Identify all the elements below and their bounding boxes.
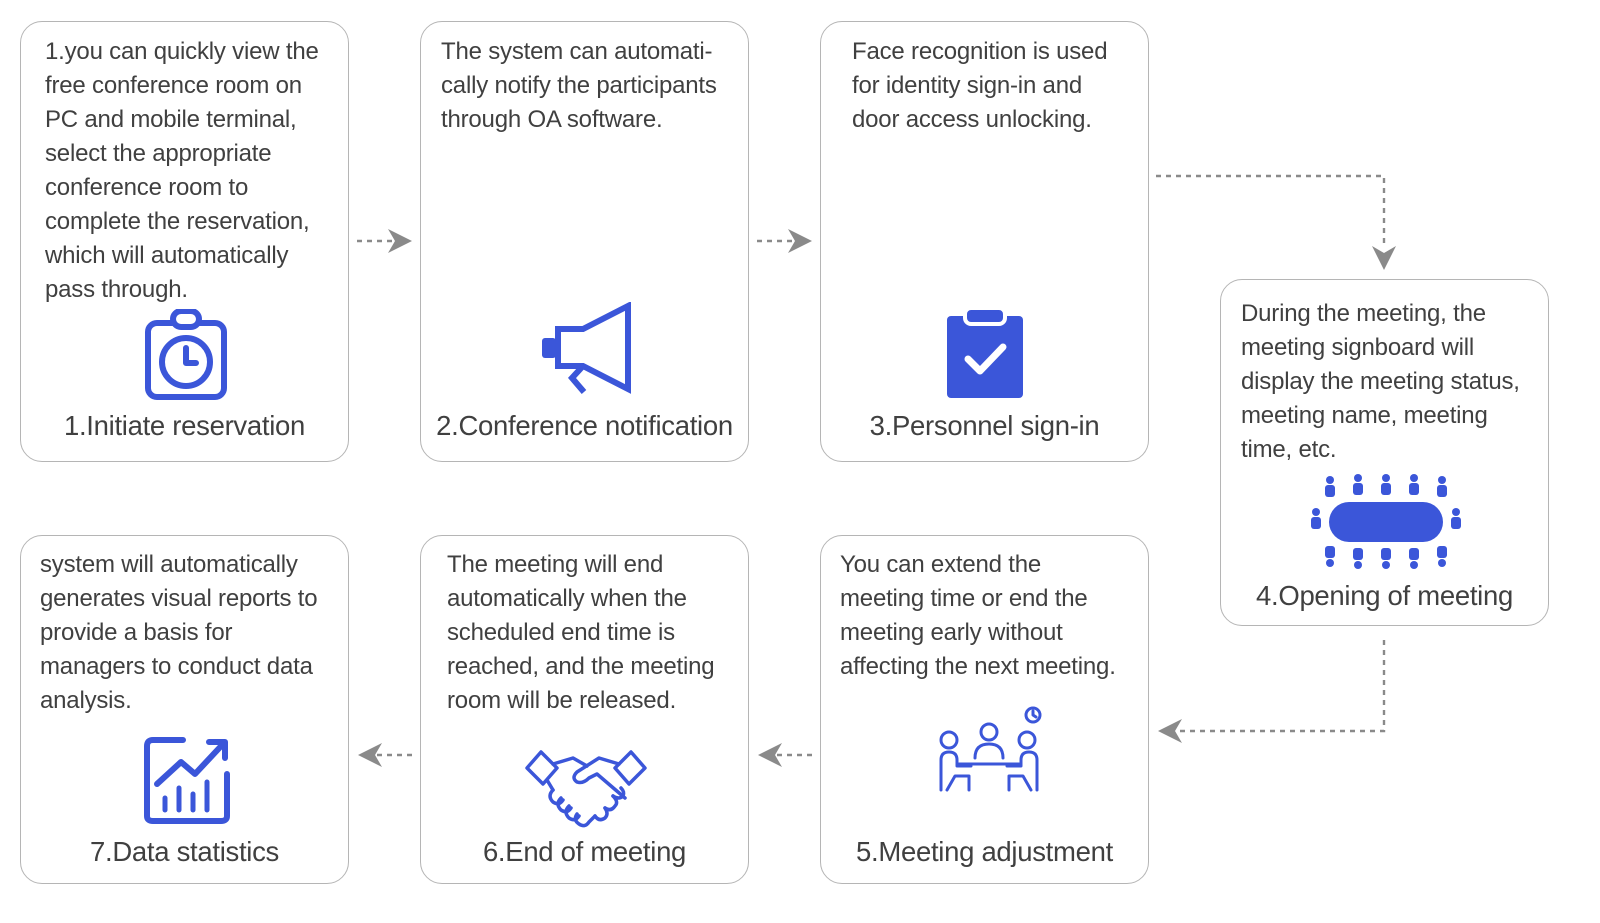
arrow-4-to-5 [1170, 640, 1386, 733]
step-description: Face recognition is used for identity si… [852, 38, 1108, 133]
step-card-conference-notification: The system can automati- cally notify th… [420, 21, 749, 462]
handshake-icon [525, 750, 647, 828]
bar-chart-growth-icon [144, 737, 230, 824]
step-card-initiate-reservation: 1.you can quickly view the free conferen… [20, 21, 349, 462]
step-description: The system can automati- cally notify th… [441, 38, 717, 133]
step-title: 5.Meeting adjustment [856, 836, 1113, 867]
stopwatch-clipboard-icon [145, 309, 227, 400]
arrow-3-to-4 [1156, 174, 1386, 245]
step-card-personnel-sign-in: Face recognition is used for identity si… [820, 21, 1149, 462]
step-description: You can extend the meeting time or end t… [840, 551, 1116, 680]
clipboard-check-icon [947, 308, 1023, 398]
step-description: system will automatically generates visu… [40, 551, 318, 714]
step-description: The meeting will end automatically when … [447, 551, 715, 714]
step-description: During the meeting, the meeting signboar… [1241, 300, 1520, 463]
step-card-meeting-adjustment: You can extend the meeting time or end t… [820, 535, 1149, 884]
step-title: 6.End of meeting [482, 836, 687, 867]
step-title: 3.Personnel sign-in [869, 410, 1100, 441]
step-title: 2.Conference notification [436, 410, 733, 441]
megaphone-icon [542, 302, 631, 394]
conference-table-icon [1311, 474, 1461, 569]
meeting-people-icon [939, 706, 1042, 792]
step-card-end-of-meeting: The meeting will end automatically when … [420, 535, 749, 884]
step-title: 4.Opening of meeting [1256, 580, 1513, 611]
step-card-opening-of-meeting: During the meeting, the meeting signboar… [1220, 279, 1549, 626]
step-card-data-statistics: system will automatically generates visu… [20, 535, 349, 884]
step-title: 1.Initiate reservation [63, 410, 306, 441]
step-title: 7.Data statistics [90, 836, 279, 867]
step-description: 1.you can quickly view the free conferen… [45, 38, 319, 303]
